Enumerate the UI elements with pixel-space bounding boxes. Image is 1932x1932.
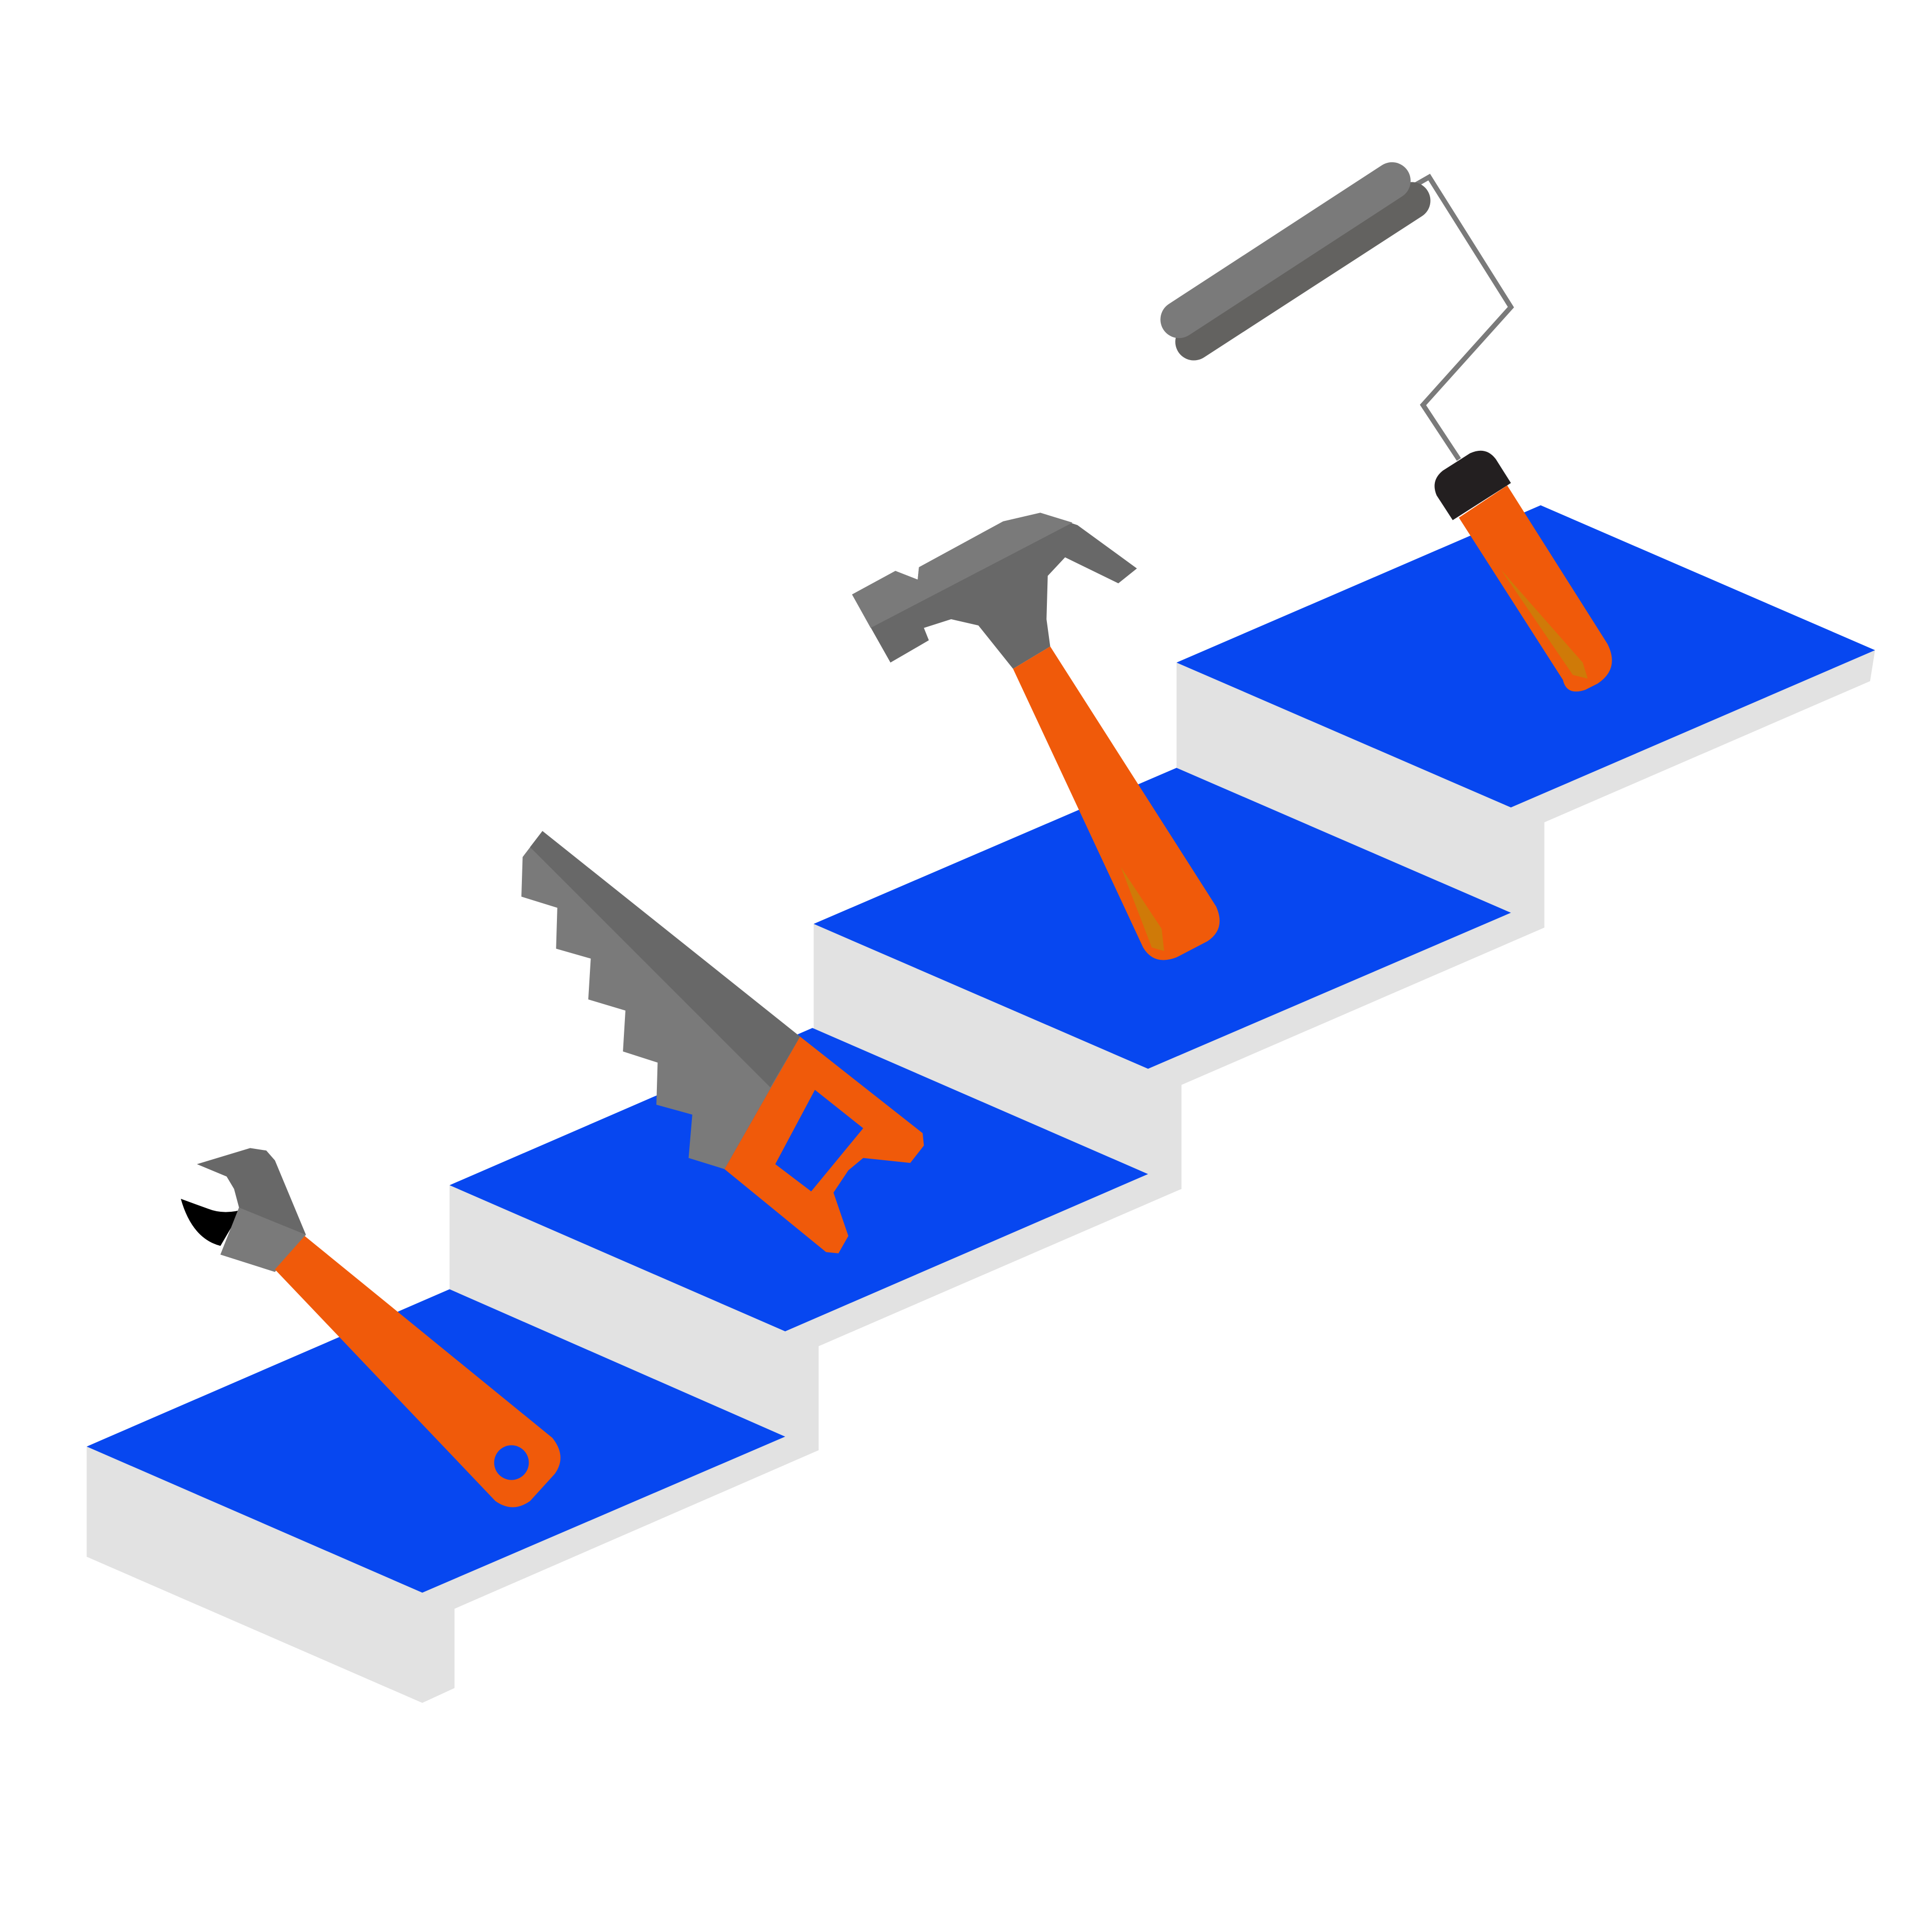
step-1-top — [87, 1289, 786, 1593]
saw-icon — [521, 831, 924, 1253]
paint-roller-icon — [1160, 162, 1612, 692]
hammer-icon — [852, 513, 1220, 960]
step-4-top — [1176, 505, 1875, 808]
wrench-icon — [180, 1148, 561, 1507]
